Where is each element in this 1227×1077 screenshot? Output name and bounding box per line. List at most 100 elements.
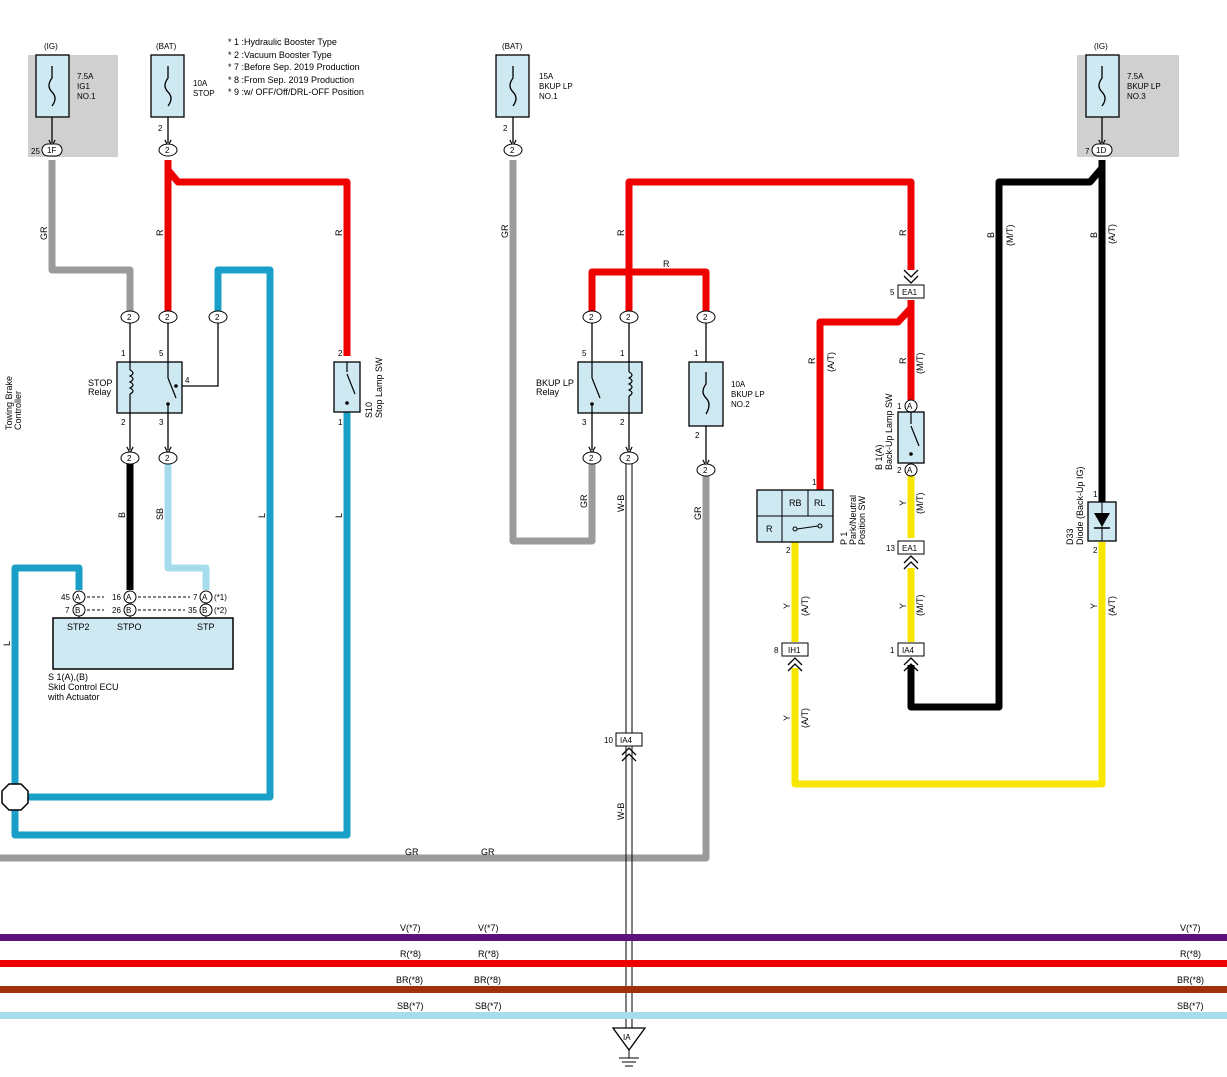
fuse-bkup2: 2 1 10A BKUP LP NO.2 2 2 [688,310,765,477]
junction-label: 2 [127,454,132,463]
junction-2 [696,463,716,477]
wire-label: GR [500,224,510,238]
pin-letter: B [126,606,131,615]
wire-label: R [334,229,344,236]
fuse-body [688,361,724,427]
fuse-source: (BAT) [502,42,523,51]
wire-label: (M/T) [1005,225,1015,247]
fuse-bkup3: (IG) 7.5A BKUP LP NO.3 7 1D [1085,42,1161,157]
towing-label: Towing Brake [4,376,14,430]
component-name: Diode (Back-Up IG) [1075,466,1085,545]
connector-ia4-mid: IA4 10 [604,732,643,762]
connector-ia4-right: IA4 1 [890,642,925,672]
wire-label: R [616,229,626,236]
ecu-terminal: STP2 [67,622,90,632]
fuse-name: STOP [193,89,215,98]
relay-name: Relay [88,387,112,397]
junction-label: 2 [626,313,631,322]
bus-label: BR(*8) [474,975,501,985]
bus-line-br [0,986,1227,993]
note: * 2 :Vacuum Booster Type [228,49,332,60]
junction-label: 2 [127,313,132,322]
bus-line-sb [0,1012,1227,1019]
pin-number: 5 [159,349,164,358]
connector-label: 1D [1096,146,1106,155]
junction-2 [582,451,602,465]
wire-label: GR [39,226,49,240]
pin-number: 25 [31,147,40,156]
bus-label: BR(*8) [396,975,423,985]
fuse-name: NO.1 [77,92,96,101]
pin-number: 5 [890,288,895,297]
pin-letter: B [202,606,207,615]
pin-letter: B [75,606,80,615]
bus-label: V(*7) [1180,923,1201,933]
fuse-body [150,54,185,118]
wire-label: Y [898,500,908,506]
fuse-name: IG1 [77,82,90,91]
wire-r-stoplamp [165,167,351,356]
wire-label: Y [898,603,908,609]
fuse-rating: 15A [539,72,554,81]
backup-lamp-switch: A 1 A 2 B 1(A) Back-Up Lamp SW [874,393,925,477]
component-code: D33 [1065,528,1075,545]
switch-cell: R [766,524,773,534]
bus-label: V(*7) [400,923,421,933]
note: * 8 :From Sep. 2019 Production [228,74,355,85]
pin-a [199,590,213,604]
fuse-name: NO.2 [731,400,750,409]
wire-label: GR [693,506,703,520]
wire-label: (A/T) [800,708,810,728]
splice-octagon [1,783,29,811]
junction-label: 2 [215,313,220,322]
pin-number: 7 [1085,147,1090,156]
fuse-rating: 7.5A [77,72,94,81]
connector-label: 1F [47,146,56,155]
wire-label: (A/T) [800,596,810,616]
junction-label: 2 [589,454,594,463]
pin-number: 2 [503,124,508,133]
wire-label: B [986,232,996,238]
connector-label: IH1 [788,646,801,655]
pin-number: 2 [620,418,625,427]
bus-label: SB(*7) [475,1001,502,1011]
relay-name: Relay [536,387,560,397]
connector-label: 2 [165,146,170,155]
wire-labels: GR R R B SB L L L GR R R R GR W-B W-B GR… [2,224,1117,857]
wire-label: R [898,229,908,236]
footnotes: * 1 :Hydraulic Booster Type * 2 :Vacuum … [228,36,364,99]
note-ref: (*1) [214,593,227,602]
pin-number: 1 [1093,490,1098,499]
connector-label: 2 [510,146,515,155]
pin-number: 2 [158,124,163,133]
fuse-source: (IG) [44,42,58,51]
ecu-name: Skid Control ECU [48,682,119,692]
pin-number: 3 [159,418,164,427]
pin-number: 10 [604,736,613,745]
switch-icon [346,373,356,395]
wire-label: SB [155,508,165,520]
wire-label: L [334,513,344,518]
wire-gr-ig1 [48,160,134,312]
wire-label: (A/T) [826,352,836,372]
fuse-body [35,54,70,118]
pin-letter: A [202,593,208,602]
relay-name: BKUP LP [536,378,574,388]
note: * 9 :w/ OFF/Off/DRL-OFF Position [228,87,364,97]
pin-letter: A [126,593,132,602]
connector-ea1-bot: EA1 13 [886,540,925,570]
wire-label: Y [782,603,792,609]
pin-number: 2 [695,431,700,440]
fuse-rating: 10A [193,79,208,88]
bus-label: R(*8) [400,949,421,959]
connector-ih1: IH1 8 [774,642,809,672]
pin-a [904,463,918,477]
fuse-icon [702,372,710,415]
fuse-body [495,54,530,118]
bus-line-v [0,934,1227,941]
pin-letter: A [75,593,81,602]
fuse-body [1085,54,1120,118]
pin-number: 13 [886,544,895,553]
fuse-icon [48,66,56,107]
